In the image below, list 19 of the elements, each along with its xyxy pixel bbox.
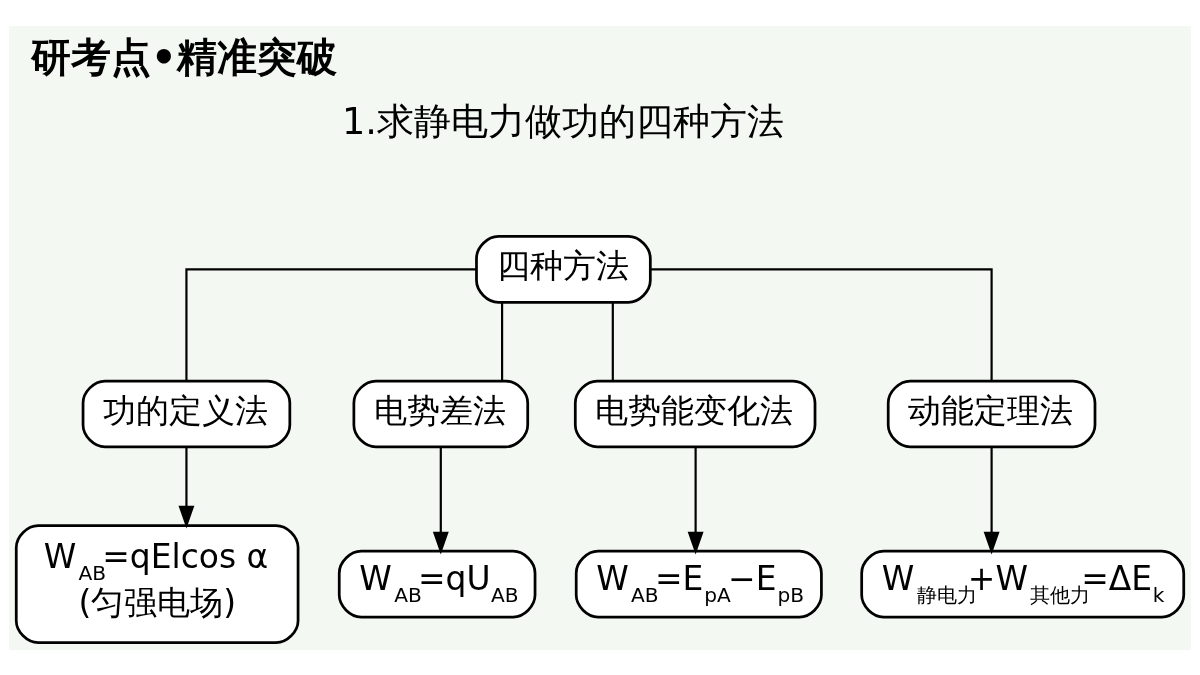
node-box: W$_{AB}$=qU$_{AB}$ (337, 549, 537, 618)
connector (611, 302, 614, 381)
node-box: 动能定理法 (886, 379, 1097, 448)
node-box: W$_{静电力}$+W$_{其他力}$=ΔE$_{k}$ (860, 549, 1186, 618)
node-box: 电势能变化法 (573, 379, 817, 448)
arrow (432, 447, 449, 554)
node-box: W$_{AB}$=E$_{pA}$−E$_{pB}$ (574, 549, 823, 618)
diagram-title: 研考点•精准突破 (30, 33, 337, 80)
node-box: 功的定义法 (81, 379, 292, 448)
label: 1.求静电力做功的四种方法 (341, 99, 784, 143)
node-box: 四种方法 (475, 234, 652, 304)
connector (650, 267, 993, 380)
connector (185, 267, 477, 380)
connector (501, 302, 504, 381)
arrow (983, 447, 1000, 554)
node-box: W$_{AB}$=qElcos α (匀强电场) (14, 523, 300, 644)
node-box: 电势差法 (352, 379, 530, 448)
arrow (687, 447, 704, 554)
arrow (178, 447, 195, 528)
